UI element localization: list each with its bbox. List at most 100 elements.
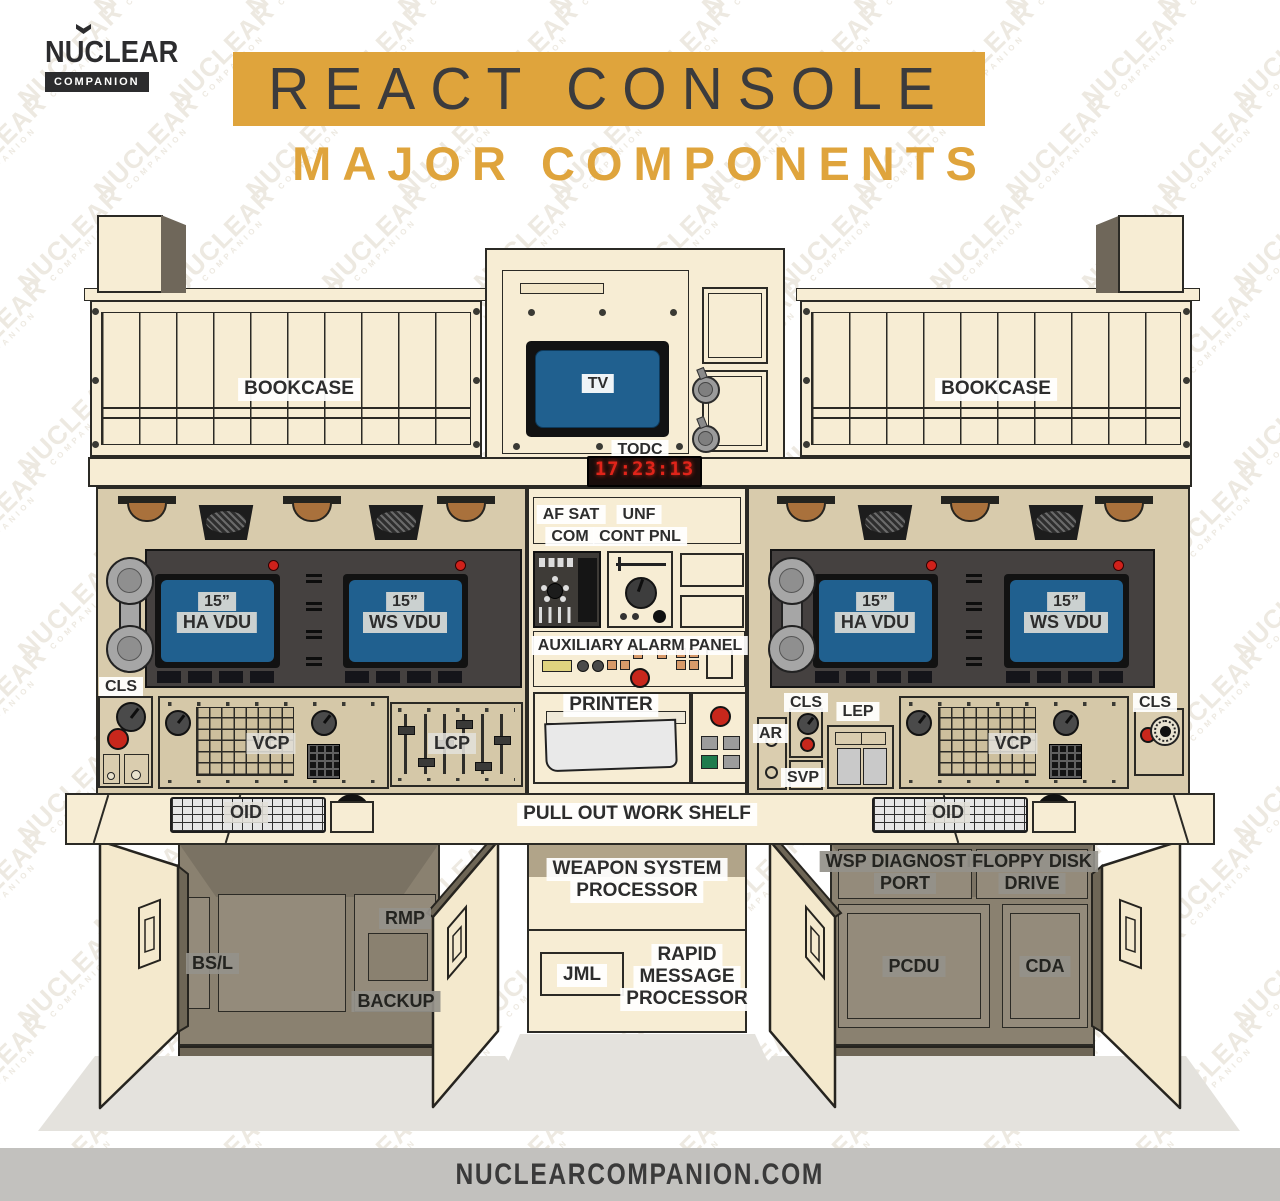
bookcase-rail [812, 407, 1180, 409]
speaker-icon [857, 505, 913, 540]
label-backup: BACKUP [351, 991, 441, 1013]
cls-plate [124, 754, 149, 784]
screw-dot-row [398, 708, 515, 712]
vcp-knob [311, 710, 337, 736]
alarm-indicator [676, 660, 686, 670]
lep-panel [827, 725, 894, 789]
power-led [1113, 560, 1124, 571]
lamp-fixture [777, 496, 835, 504]
logo-wordmark: NUCLEAR [45, 34, 179, 69]
alarm-indicator [689, 660, 699, 670]
box-on-bookcase-right [1118, 215, 1184, 293]
vent-strip [815, 671, 939, 683]
box-on-bookcase-left [97, 215, 163, 293]
label-cda: CDA [1019, 956, 1071, 978]
bookcase-rail [102, 407, 470, 409]
hinge-mark [306, 630, 322, 639]
alarm-button [592, 660, 604, 672]
footer-site-url: NUCLEARCOMPANION.COM [455, 1157, 825, 1191]
label-rapid-line1: RAPID [651, 944, 723, 967]
label-cls-inner: CLS [784, 693, 828, 713]
screw [803, 441, 810, 448]
tower-knob-upper [692, 376, 720, 404]
power-led [455, 560, 466, 571]
tower-divider [527, 929, 747, 931]
lcp-slider [404, 714, 407, 774]
label-ha-vdu: HA VDU [176, 612, 258, 634]
lamp-fixture [437, 496, 495, 504]
title-banner: REACT CONSOLE [233, 52, 985, 126]
footer-bar: NUCLEARCOMPANION.COM [0, 1148, 1280, 1201]
trackball-base [330, 801, 374, 833]
label-pcdu: PCDU [882, 956, 946, 978]
hinge-mark [966, 657, 982, 666]
alarm-indicator [620, 660, 630, 670]
cls-knob [116, 702, 146, 732]
hinge-mark [306, 657, 322, 666]
cls-red-button [800, 737, 815, 752]
alarm-button [577, 660, 589, 672]
page-title: REACT CONSOLE [268, 55, 950, 123]
label-cls-left: CLS [99, 677, 143, 697]
label-printer: PRINTER [563, 694, 659, 717]
lcp-slider-handle [494, 736, 511, 745]
vcp-knob [906, 710, 932, 736]
label-screen-size: 15” [198, 592, 236, 612]
hinge-mark [966, 574, 982, 583]
todc-clock: 17:23:13 [587, 456, 702, 487]
cabinet-ceiling [180, 845, 438, 897]
screw [1183, 441, 1190, 448]
power-led [268, 560, 279, 571]
ar-hole [765, 766, 778, 779]
label-tv: TV [581, 374, 615, 394]
printer-key [701, 736, 718, 750]
label-screen-size: 15” [386, 592, 424, 612]
label-work-shelf: PULL OUT WORK SHELF [517, 803, 757, 826]
label-wsp-diag-line1: WSP DIAGNOSTIC [819, 851, 991, 873]
printer-paper [544, 718, 678, 773]
lamp-fixture [118, 496, 176, 504]
box-side-shadow [161, 215, 186, 293]
cls-rotary-dial [1150, 716, 1180, 746]
label-cont-pnl: CONT PNL [593, 527, 687, 547]
blank-module [680, 595, 744, 628]
screw-dot-row [398, 777, 515, 781]
lamp-fixture [1095, 496, 1153, 504]
alarm-indicator [607, 660, 617, 670]
label-vcp-left: VCP [246, 733, 296, 755]
screw [473, 308, 480, 315]
cabinet-base [178, 1046, 440, 1058]
cls-plate [103, 754, 120, 784]
screw [599, 309, 606, 316]
vent-strip [1006, 671, 1130, 683]
label-com: COM [545, 527, 595, 547]
screw [528, 309, 535, 316]
vent-strip [157, 671, 281, 683]
screw [1183, 377, 1190, 384]
screw [513, 443, 520, 450]
hinge-mark [306, 602, 322, 611]
alarm-red-button [630, 668, 650, 688]
vcp-keypad [307, 744, 340, 779]
label-ws-vdu: WS VDU [1024, 612, 1108, 634]
tower-knob-lower [692, 425, 720, 453]
label-ha-vdu: HA VDU [834, 612, 916, 634]
label-vcp-right: VCP [988, 733, 1038, 755]
lamp-fixture [283, 496, 341, 504]
label-floppy-line1: FLOPPY DISK [966, 851, 1098, 873]
vcp-knob [1053, 710, 1079, 736]
screw [676, 443, 683, 450]
label-bookcase-left: BOOKCASE [238, 378, 360, 401]
rmp-recess [368, 933, 428, 981]
logo-crown-icon [76, 24, 91, 34]
page-subtitle: MAJOR COMPONENTS [292, 137, 988, 190]
label-bsl: BS/L [186, 953, 240, 975]
lcp-slider-handle [475, 762, 492, 771]
label-rapid-line2: MESSAGE [633, 966, 741, 989]
label-floppy-line2: DRIVE [998, 873, 1066, 895]
vcp-button-grid [938, 707, 1036, 776]
label-bookcase-right: BOOKCASE [935, 378, 1057, 401]
bookcase-rail [102, 417, 470, 419]
speaker-icon [1028, 505, 1084, 540]
